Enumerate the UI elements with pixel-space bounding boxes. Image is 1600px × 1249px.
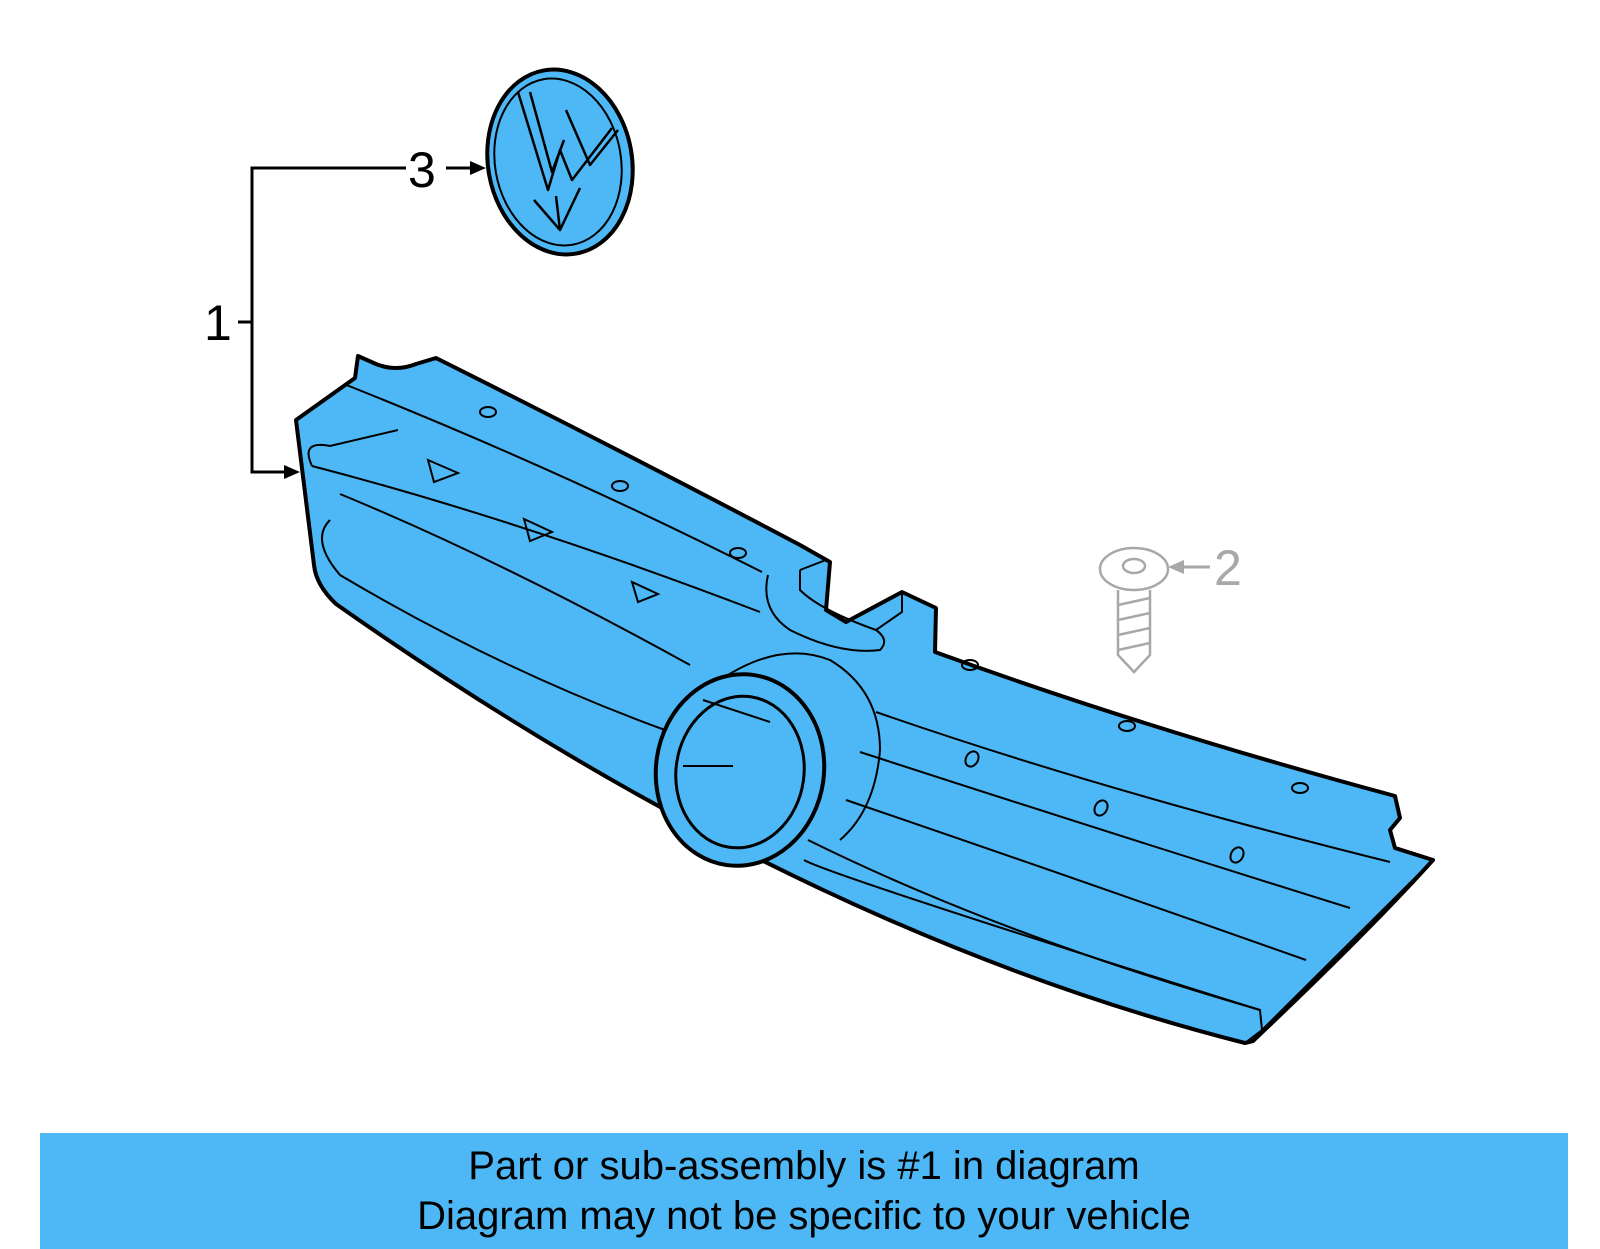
- bracket-line: [250, 166, 406, 474]
- slat-line-1: [339, 493, 691, 666]
- leader-lines: [238, 161, 1210, 574]
- screw-threads: [1117, 596, 1151, 652]
- bracket-tab: [875, 592, 903, 631]
- mount-hole: [1291, 782, 1309, 794]
- mount-ring-inner: [674, 694, 806, 850]
- grille-body: [294, 354, 1435, 1045]
- screw-slot: [1121, 557, 1147, 575]
- mount-hole: [1093, 799, 1109, 817]
- caption-line-1: Part or sub-assembly is #1 in diagram: [468, 1144, 1140, 1188]
- emblem-mount: [653, 652, 882, 868]
- emblem-outer: [485, 67, 635, 257]
- mount-hole: [964, 750, 980, 768]
- bracket-tab-2: [799, 558, 831, 571]
- upper-bar-line: [343, 383, 763, 573]
- slat-line-6: [807, 839, 1261, 1011]
- vw-logo-icon: [516, 91, 619, 232]
- mount-rim: [702, 699, 771, 723]
- vent-notch-2: [522, 517, 555, 543]
- arrow-to-emblem: [470, 161, 486, 175]
- caption-banner: Part or sub-assembly is #1 in diagram Di…: [40, 1133, 1568, 1249]
- mount-housing: [719, 652, 882, 841]
- arrow-to-screw: [1168, 560, 1184, 574]
- screw-shank: [1116, 590, 1152, 674]
- caption-line-2: Diagram may not be specific to your vehi…: [417, 1194, 1191, 1238]
- slat-line-7: [803, 859, 1263, 1031]
- screw: [1098, 546, 1170, 674]
- lower-edge-line: [1244, 859, 1434, 1044]
- upper-bar-line-3: [307, 429, 399, 467]
- mount-hole: [729, 547, 747, 559]
- mount-hole: [1229, 846, 1245, 864]
- arrow-to-grille: [284, 465, 300, 479]
- mount-hole: [611, 480, 629, 492]
- callout-2: 2: [1214, 540, 1242, 596]
- mount-hole: [1118, 720, 1136, 732]
- slat-line-3: [875, 711, 1391, 863]
- slat-line-4: [859, 751, 1351, 909]
- vent-notch-3: [630, 580, 661, 604]
- emblem: [485, 67, 635, 257]
- mount-hole: [961, 659, 979, 671]
- vent-notch-1: [426, 458, 461, 484]
- slat-line-2: [321, 519, 666, 731]
- callout-1: 1: [204, 295, 232, 351]
- emblem-inner: [493, 77, 623, 247]
- center-bracket: [765, 570, 886, 652]
- slat-line-5: [845, 799, 1307, 961]
- parts-diagram: 1 2 3: [204, 67, 1435, 1045]
- callout-3: 3: [408, 142, 436, 198]
- grille-assembly: [294, 354, 1435, 1045]
- mount-hole: [479, 406, 497, 418]
- upper-bar-line-2: [311, 465, 761, 613]
